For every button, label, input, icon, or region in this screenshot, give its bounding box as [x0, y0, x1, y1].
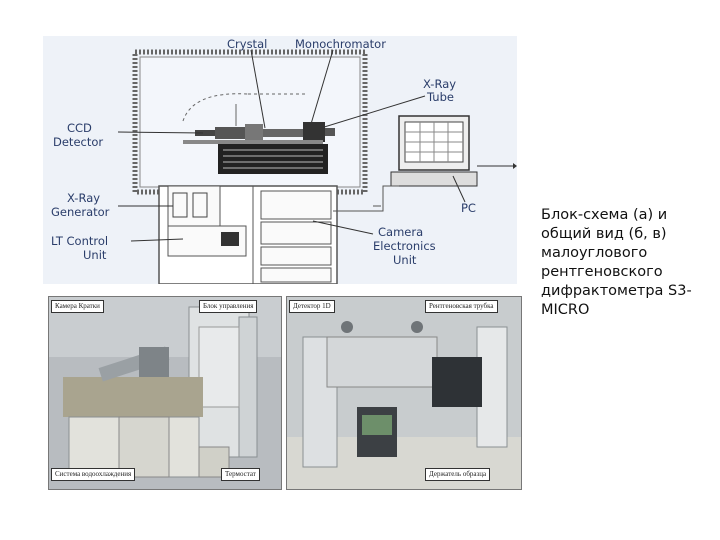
arrow-icon	[513, 163, 517, 169]
camera-electronics-unit-3	[260, 246, 332, 266]
caption-xray-tube: Рентгеновская трубка	[425, 300, 498, 313]
label-ccd-1: CCD	[67, 121, 92, 135]
instrument-table	[218, 144, 328, 174]
label-lt-control-1: LT Control	[51, 234, 108, 248]
label-xray-generator-2: Generator	[51, 205, 110, 219]
xray-tube-housing	[303, 122, 325, 142]
beam-path-arc	[182, 93, 249, 122]
photo-b-image	[49, 297, 281, 489]
caption-detector-1d: Детектор 1D	[289, 300, 335, 313]
label-xray-tube-1: X-Ray	[423, 77, 456, 91]
caption-camera: Камера Кратки	[51, 300, 104, 313]
caption-sample-holder: Держатель образца	[425, 468, 491, 481]
label-xray-generator-1: X-Ray	[67, 191, 100, 205]
photo-c-image	[287, 297, 521, 489]
flight-tube	[215, 127, 245, 139]
label-ccd-2: Detector	[53, 135, 103, 149]
xray-generator-unit	[167, 185, 221, 227]
caption-control-block: Блок управления	[199, 300, 258, 313]
label-camera-3: Unit	[393, 253, 417, 267]
leader-lines	[117, 49, 466, 242]
caption-water-cooling: Система водоохлаждения	[51, 468, 136, 481]
pc-keyboard	[390, 171, 478, 187]
camera-electronics-unit-1	[260, 190, 332, 220]
label-crystal: Crystal	[227, 37, 267, 51]
label-camera-2: Electronics	[373, 239, 436, 253]
ccd-detector-body	[195, 130, 215, 136]
label-monochromator: Monochromator	[295, 37, 386, 51]
schematic-diagram: Crystal Monochromator X-Ray Tube CCD Det…	[43, 36, 517, 284]
photo-general-view-c: Детектор 1D Рентгеновская трубка Держате…	[286, 296, 522, 490]
caption-thermostat: Термостат	[221, 468, 260, 481]
optics-rail	[263, 129, 303, 137]
label-pc: PC	[461, 201, 476, 215]
figure-caption: Блок-схема (а) и общий вид (б, в) малоуг…	[541, 207, 692, 318]
photo-general-view-b: Камера Кратки Блок управления Система во…	[48, 296, 282, 490]
label-lt-control-2: Unit	[83, 248, 107, 262]
label-camera-1: Camera	[378, 225, 423, 239]
label-xray-tube-2: Tube	[426, 90, 454, 104]
camera-electronics-unit-2	[260, 221, 332, 245]
